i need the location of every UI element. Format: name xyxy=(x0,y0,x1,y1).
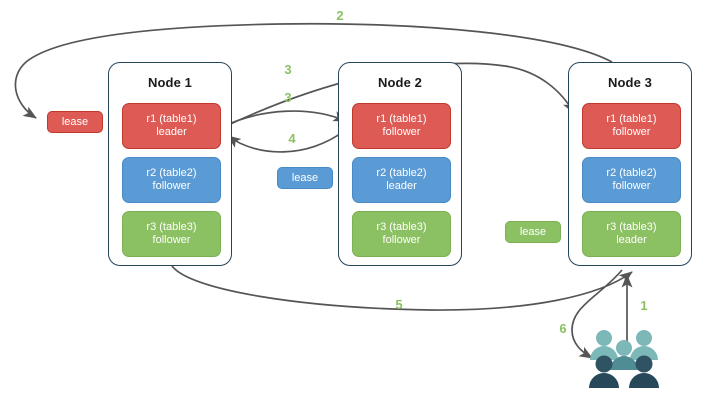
node-1[interactable]: Node 1 r1 (table1) leader r2 (table2) fo… xyxy=(108,62,232,266)
node-2-title: Node 2 xyxy=(378,75,422,90)
node-2-replica-r3[interactable]: r3 (table3) follower xyxy=(352,211,451,257)
arrow-step-4 xyxy=(227,130,345,153)
node-3[interactable]: Node 3 r1 (table1) follower r2 (table2) … xyxy=(568,62,692,266)
arrow-step-3-to-node2 xyxy=(221,110,347,128)
replica-role: follower xyxy=(382,126,421,138)
replica-name: r2 (table2) xyxy=(606,166,657,179)
replica-name: r3 (table3) xyxy=(606,220,657,233)
replica-role: leader xyxy=(616,234,647,246)
replica-name: r1 (table1) xyxy=(606,112,657,125)
node-2[interactable]: Node 2 r1 (table1) follower r2 (table2) … xyxy=(338,62,462,266)
replica-role: leader xyxy=(156,126,187,138)
step-label-2: 2 xyxy=(336,8,344,23)
people-group-icon xyxy=(589,330,659,388)
replica-name: r1 (table1) xyxy=(376,112,427,125)
replica-name: r3 (table3) xyxy=(376,220,427,233)
node-1-title: Node 1 xyxy=(148,75,192,90)
replica-role: follower xyxy=(152,180,191,192)
step-label-3b: 3 xyxy=(284,90,292,105)
lease-badge-r3[interactable]: lease xyxy=(505,221,561,243)
step-label-3a: 3 xyxy=(284,62,292,77)
step-label-5: 5 xyxy=(395,297,403,312)
node-3-replica-r3[interactable]: r3 (table3) leader xyxy=(582,211,681,257)
arrow-step-3-to-node3 xyxy=(221,62,575,129)
node-1-replica-r3[interactable]: r3 (table3) follower xyxy=(122,211,221,257)
step-label-6: 6 xyxy=(559,321,567,336)
node-1-replica-r1[interactable]: r1 (table1) leader xyxy=(122,103,221,149)
node-3-replica-r2[interactable]: r2 (table2) follower xyxy=(582,157,681,203)
replica-name: r1 (table1) xyxy=(146,112,197,125)
replica-role: follower xyxy=(612,126,651,138)
replica-role: follower xyxy=(382,234,421,246)
lease-badge-r2[interactable]: lease xyxy=(277,167,333,189)
step-label-4: 4 xyxy=(288,131,296,146)
replica-name: r3 (table3) xyxy=(146,220,197,233)
node-3-replica-r1[interactable]: r1 (table1) follower xyxy=(582,103,681,149)
node-2-replica-r1[interactable]: r1 (table1) follower xyxy=(352,103,451,149)
arrow-step-5 xyxy=(171,265,633,311)
arrow-step-6 xyxy=(571,269,623,359)
replica-role: leader xyxy=(386,180,417,192)
replica-role: follower xyxy=(152,234,191,246)
replica-name: r2 (table2) xyxy=(146,166,197,179)
replica-name: r2 (table2) xyxy=(376,166,427,179)
node-3-title: Node 3 xyxy=(608,75,652,90)
replica-role: follower xyxy=(612,180,651,192)
node-1-replica-r2[interactable]: r2 (table2) follower xyxy=(122,157,221,203)
node-2-replica-r2[interactable]: r2 (table2) leader xyxy=(352,157,451,203)
lease-badge-r1[interactable]: lease xyxy=(47,111,103,133)
arrow-step-2 xyxy=(14,22,613,119)
step-label-1: 1 xyxy=(640,298,648,313)
